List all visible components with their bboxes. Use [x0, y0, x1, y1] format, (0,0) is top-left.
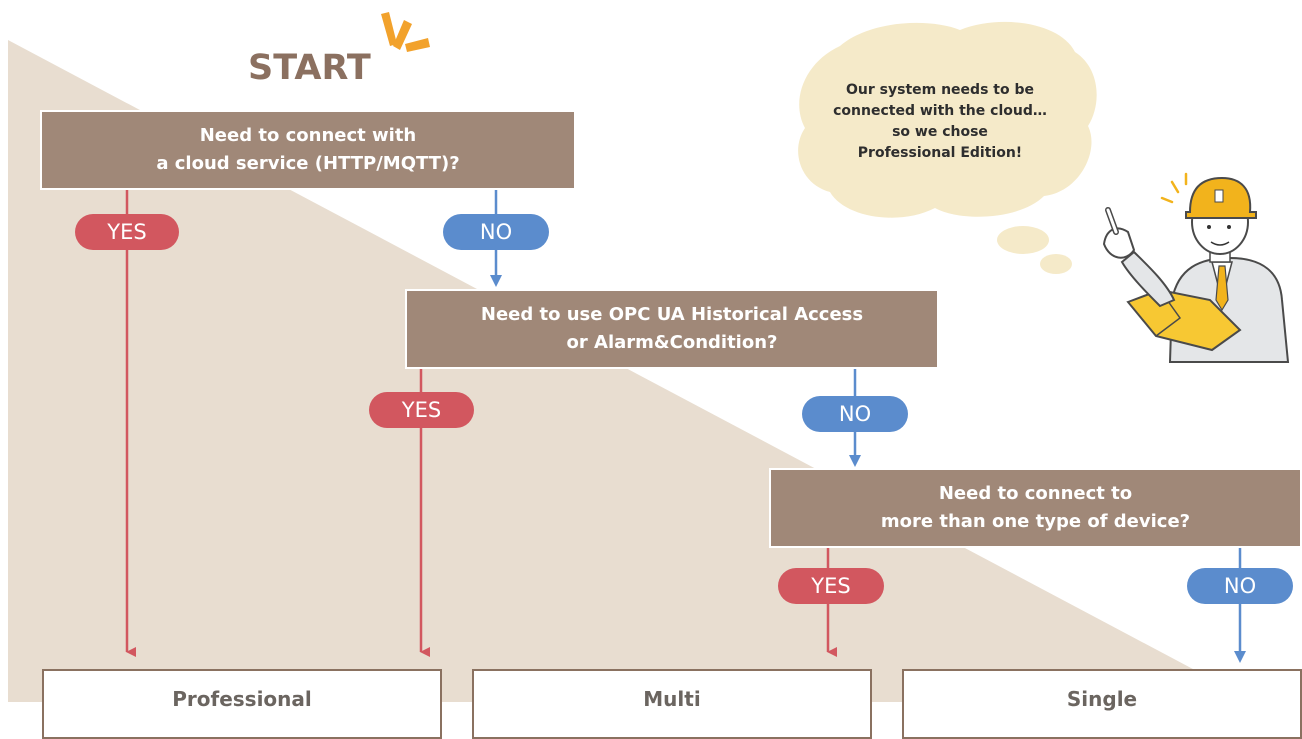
start-burst-icon — [381, 12, 430, 52]
question-line: Need to connect to — [938, 483, 1133, 504]
answer-yes-opc: YES — [369, 392, 474, 428]
no-arrowheads — [490, 275, 1246, 663]
question-opc-ua-history: Need to use OPC UA Historical Access or … — [405, 289, 939, 369]
answer-no-cloud: NO — [443, 214, 549, 250]
question-line: more than one type of device? — [880, 511, 1191, 532]
thought-bubble — [798, 21, 1097, 274]
question-line: Need to connect with — [199, 125, 417, 146]
start-label: START — [248, 48, 371, 88]
worker-illustration — [1102, 172, 1290, 363]
question-line: or Alarm&Condition? — [566, 332, 778, 353]
bubble-line: Professional Edition! — [857, 145, 1023, 161]
bubble-line: so we chose — [892, 124, 988, 140]
bubble-text: Our system needs to be connected with th… — [822, 80, 1058, 164]
question-line: a cloud service (HTTP/MQTT)? — [156, 153, 460, 174]
answer-yes-cloud: YES — [75, 214, 179, 250]
answer-yes-devices: YES — [778, 568, 884, 604]
answer-no-opc: NO — [802, 396, 908, 432]
bubble-line: connected with the cloud… — [833, 103, 1047, 119]
question-multiple-devices: Need to connect to more than one type of… — [769, 468, 1302, 548]
answer-no-devices: NO — [1187, 568, 1293, 604]
question-line: Need to use OPC UA Historical Access — [480, 304, 864, 325]
question-cloud-service: Need to connect with a cloud service (HT… — [40, 110, 576, 190]
bubble-line: Our system needs to be — [846, 82, 1034, 98]
